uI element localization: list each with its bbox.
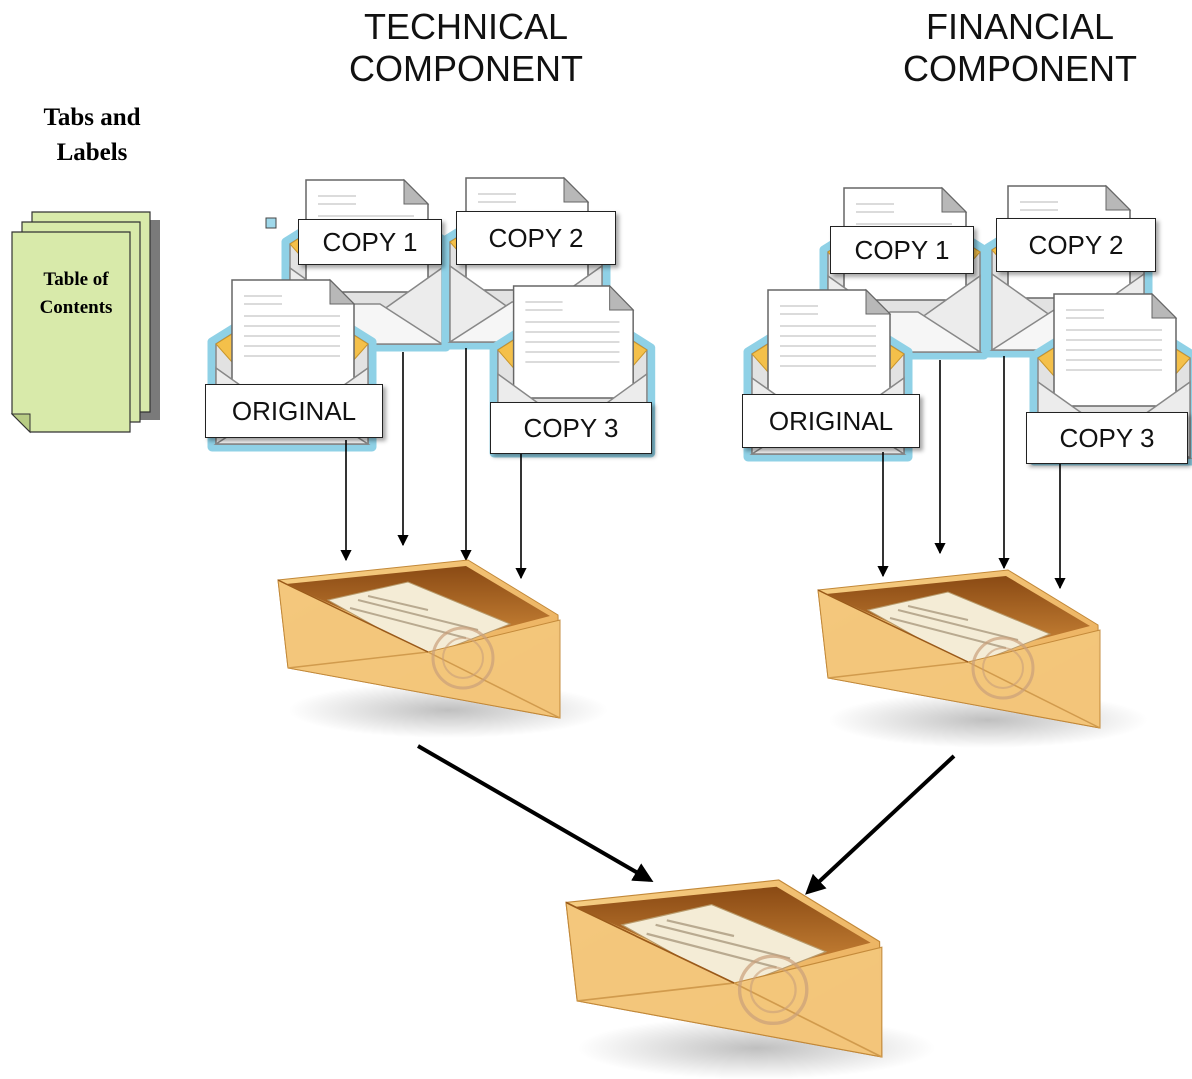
tech-envelope-icon — [276, 558, 610, 740]
toc-label: Table of Contents — [39, 269, 113, 318]
tabs-labels-title: Tabs and Labels — [43, 104, 141, 166]
tech-original-label: ORIGINAL — [205, 384, 383, 438]
toc-stack-icon — [10, 211, 160, 434]
tech-copy2-label: COPY 2 — [456, 211, 616, 265]
fin-to-combined-arrow — [805, 754, 956, 895]
fin-copy1-label: COPY 1 — [830, 226, 974, 274]
fin-copy2-label: COPY 2 — [996, 218, 1156, 272]
fin-envelope-icon — [816, 568, 1150, 750]
tech-to-combined-arrow — [416, 744, 654, 883]
combined-envelope-icon — [564, 878, 938, 1079]
technical-heading: TECHNICAL COMPONENT — [349, 6, 583, 89]
financial-heading: FINANCIAL COMPONENT — [903, 6, 1137, 89]
tech-copy3-label: COPY 3 — [490, 402, 652, 454]
fin-copy3-label: COPY 3 — [1026, 412, 1188, 464]
tech-small-square-icon — [265, 217, 277, 229]
tech-copy1-label: COPY 1 — [298, 219, 442, 265]
fin-original-label: ORIGINAL — [742, 394, 920, 448]
